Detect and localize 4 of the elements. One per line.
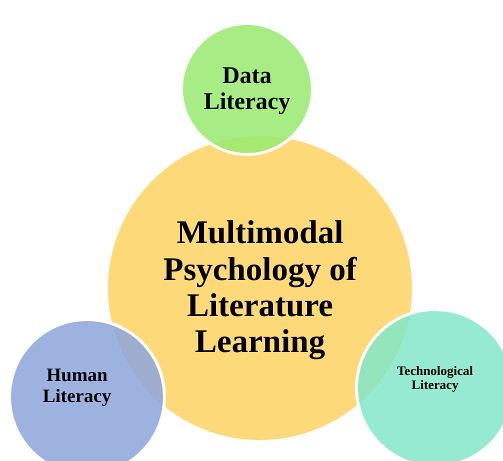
circle-label: Multimodal Psychology of Literature Learning xyxy=(162,215,358,361)
circle-label: Technological Literacy xyxy=(396,364,474,392)
circle-label: Data Literacy xyxy=(202,62,292,116)
circle-label: Human Literacy xyxy=(42,366,112,408)
